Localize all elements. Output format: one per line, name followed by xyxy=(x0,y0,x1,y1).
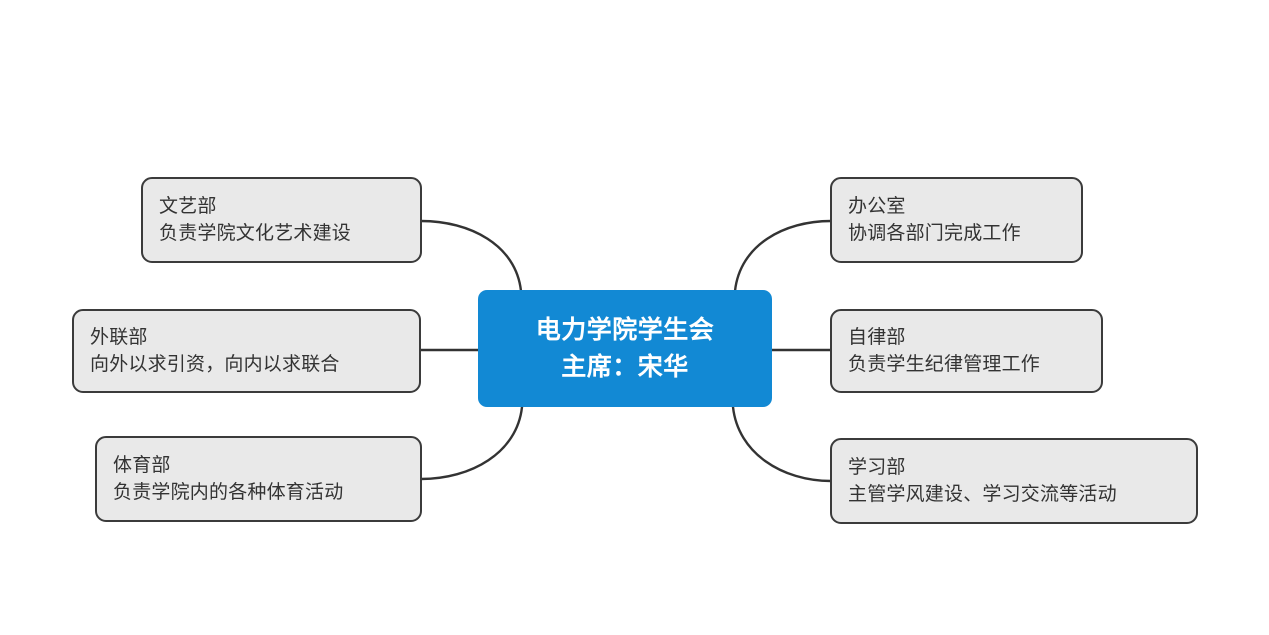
branch-title-tiyubu: 体育部 xyxy=(113,454,171,477)
edge-central-to-wenyibu xyxy=(419,219,523,293)
branch-node-xuexibu[interactable]: 学习部 主管学风建设、学习交流等活动 xyxy=(830,438,1198,524)
branch-node-zilvbu[interactable]: 自律部 负责学生纪律管理工作 xyxy=(830,309,1103,393)
branch-title-xuexibu: 学习部 xyxy=(848,456,906,479)
branch-description-wailianbu: 向外以求引资，向内以求联合 xyxy=(90,353,340,375)
edge-central-to-xuexibu xyxy=(731,405,833,483)
branch-title-wenyibu: 文艺部 xyxy=(159,195,217,218)
edge-central-to-bangongshi xyxy=(733,219,833,293)
edge-central-to-tiyubu xyxy=(419,405,524,481)
branch-description-tiyubu: 负责学院内的各种体育活动 xyxy=(113,481,344,503)
branch-node-tiyubu[interactable]: 体育部 负责学院内的各种体育活动 xyxy=(95,436,422,522)
branch-description-bangongshi: 协调各部门完成工作 xyxy=(848,222,1021,244)
branch-title-bangongshi: 办公室 xyxy=(848,195,906,218)
branch-description-zilvbu: 负责学生纪律管理工作 xyxy=(848,353,1041,375)
branch-node-wenyibu[interactable]: 文艺部 负责学院文化艺术建设 xyxy=(141,177,422,263)
branch-node-wailianbu[interactable]: 外联部 向外以求引资，向内以求联合 xyxy=(72,309,421,393)
branch-description-wenyibu: 负责学院文化艺术建设 xyxy=(159,222,352,244)
branch-description-xuexibu: 主管学风建设、学习交流等活动 xyxy=(848,483,1117,505)
central-node-title: 电力学院学生会 xyxy=(535,315,715,344)
branch-title-wailianbu: 外联部 xyxy=(90,326,148,349)
branch-node-bangongshi[interactable]: 办公室 协调各部门完成工作 xyxy=(830,177,1083,263)
branch-title-zilvbu: 自律部 xyxy=(848,326,906,349)
central-node-subtitle: 主席：宋华 xyxy=(561,351,689,381)
central-node[interactable]: 电力学院学生会 主席：宋华 xyxy=(478,290,772,407)
